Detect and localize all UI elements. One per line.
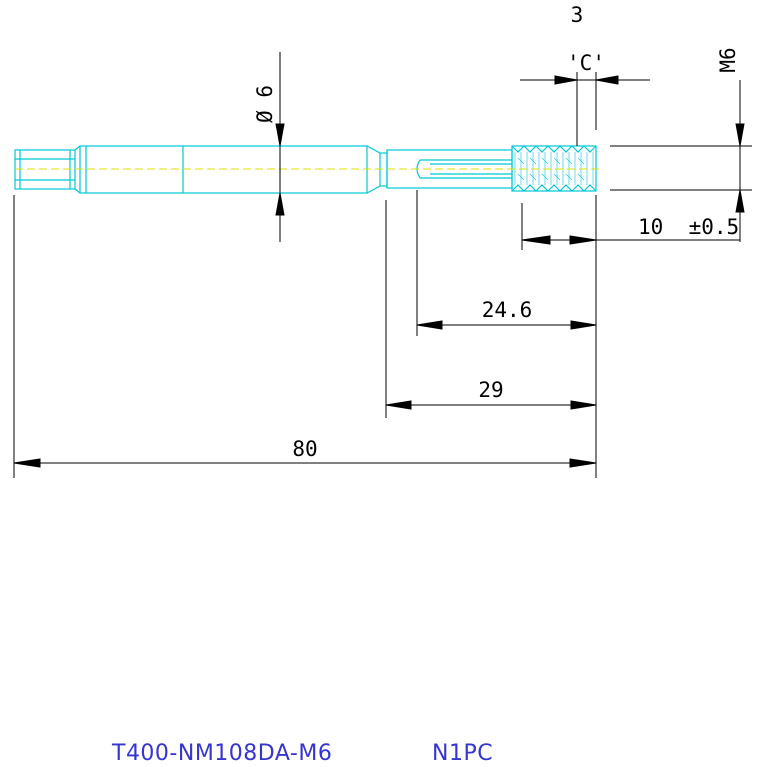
grade-code: N1PC	[432, 741, 493, 766]
dim-shank-diameter	[275, 52, 285, 242]
dim-overall-length	[13, 195, 597, 478]
label-shank-diameter: Ø 6	[253, 85, 277, 123]
label-chamfer: 'C'	[567, 51, 605, 75]
label-overall-length: 80	[292, 437, 317, 461]
label-chamfer-length: 3	[571, 3, 584, 27]
dim-neck-length	[385, 200, 597, 418]
label-neck-length: 29	[478, 378, 503, 402]
dim-flute-length	[416, 190, 597, 336]
dim-thread-size	[610, 80, 752, 242]
label-flute-length: 24.6	[482, 298, 533, 322]
dimension-lines	[13, 52, 752, 478]
part-number: T400-NM108DA-M6	[111, 741, 332, 766]
dim-chamfer	[520, 72, 650, 146]
label-thread-length: 10 ±0.5	[638, 215, 739, 239]
label-thread-size: M6	[716, 47, 740, 72]
dim-thread-length	[521, 203, 740, 250]
